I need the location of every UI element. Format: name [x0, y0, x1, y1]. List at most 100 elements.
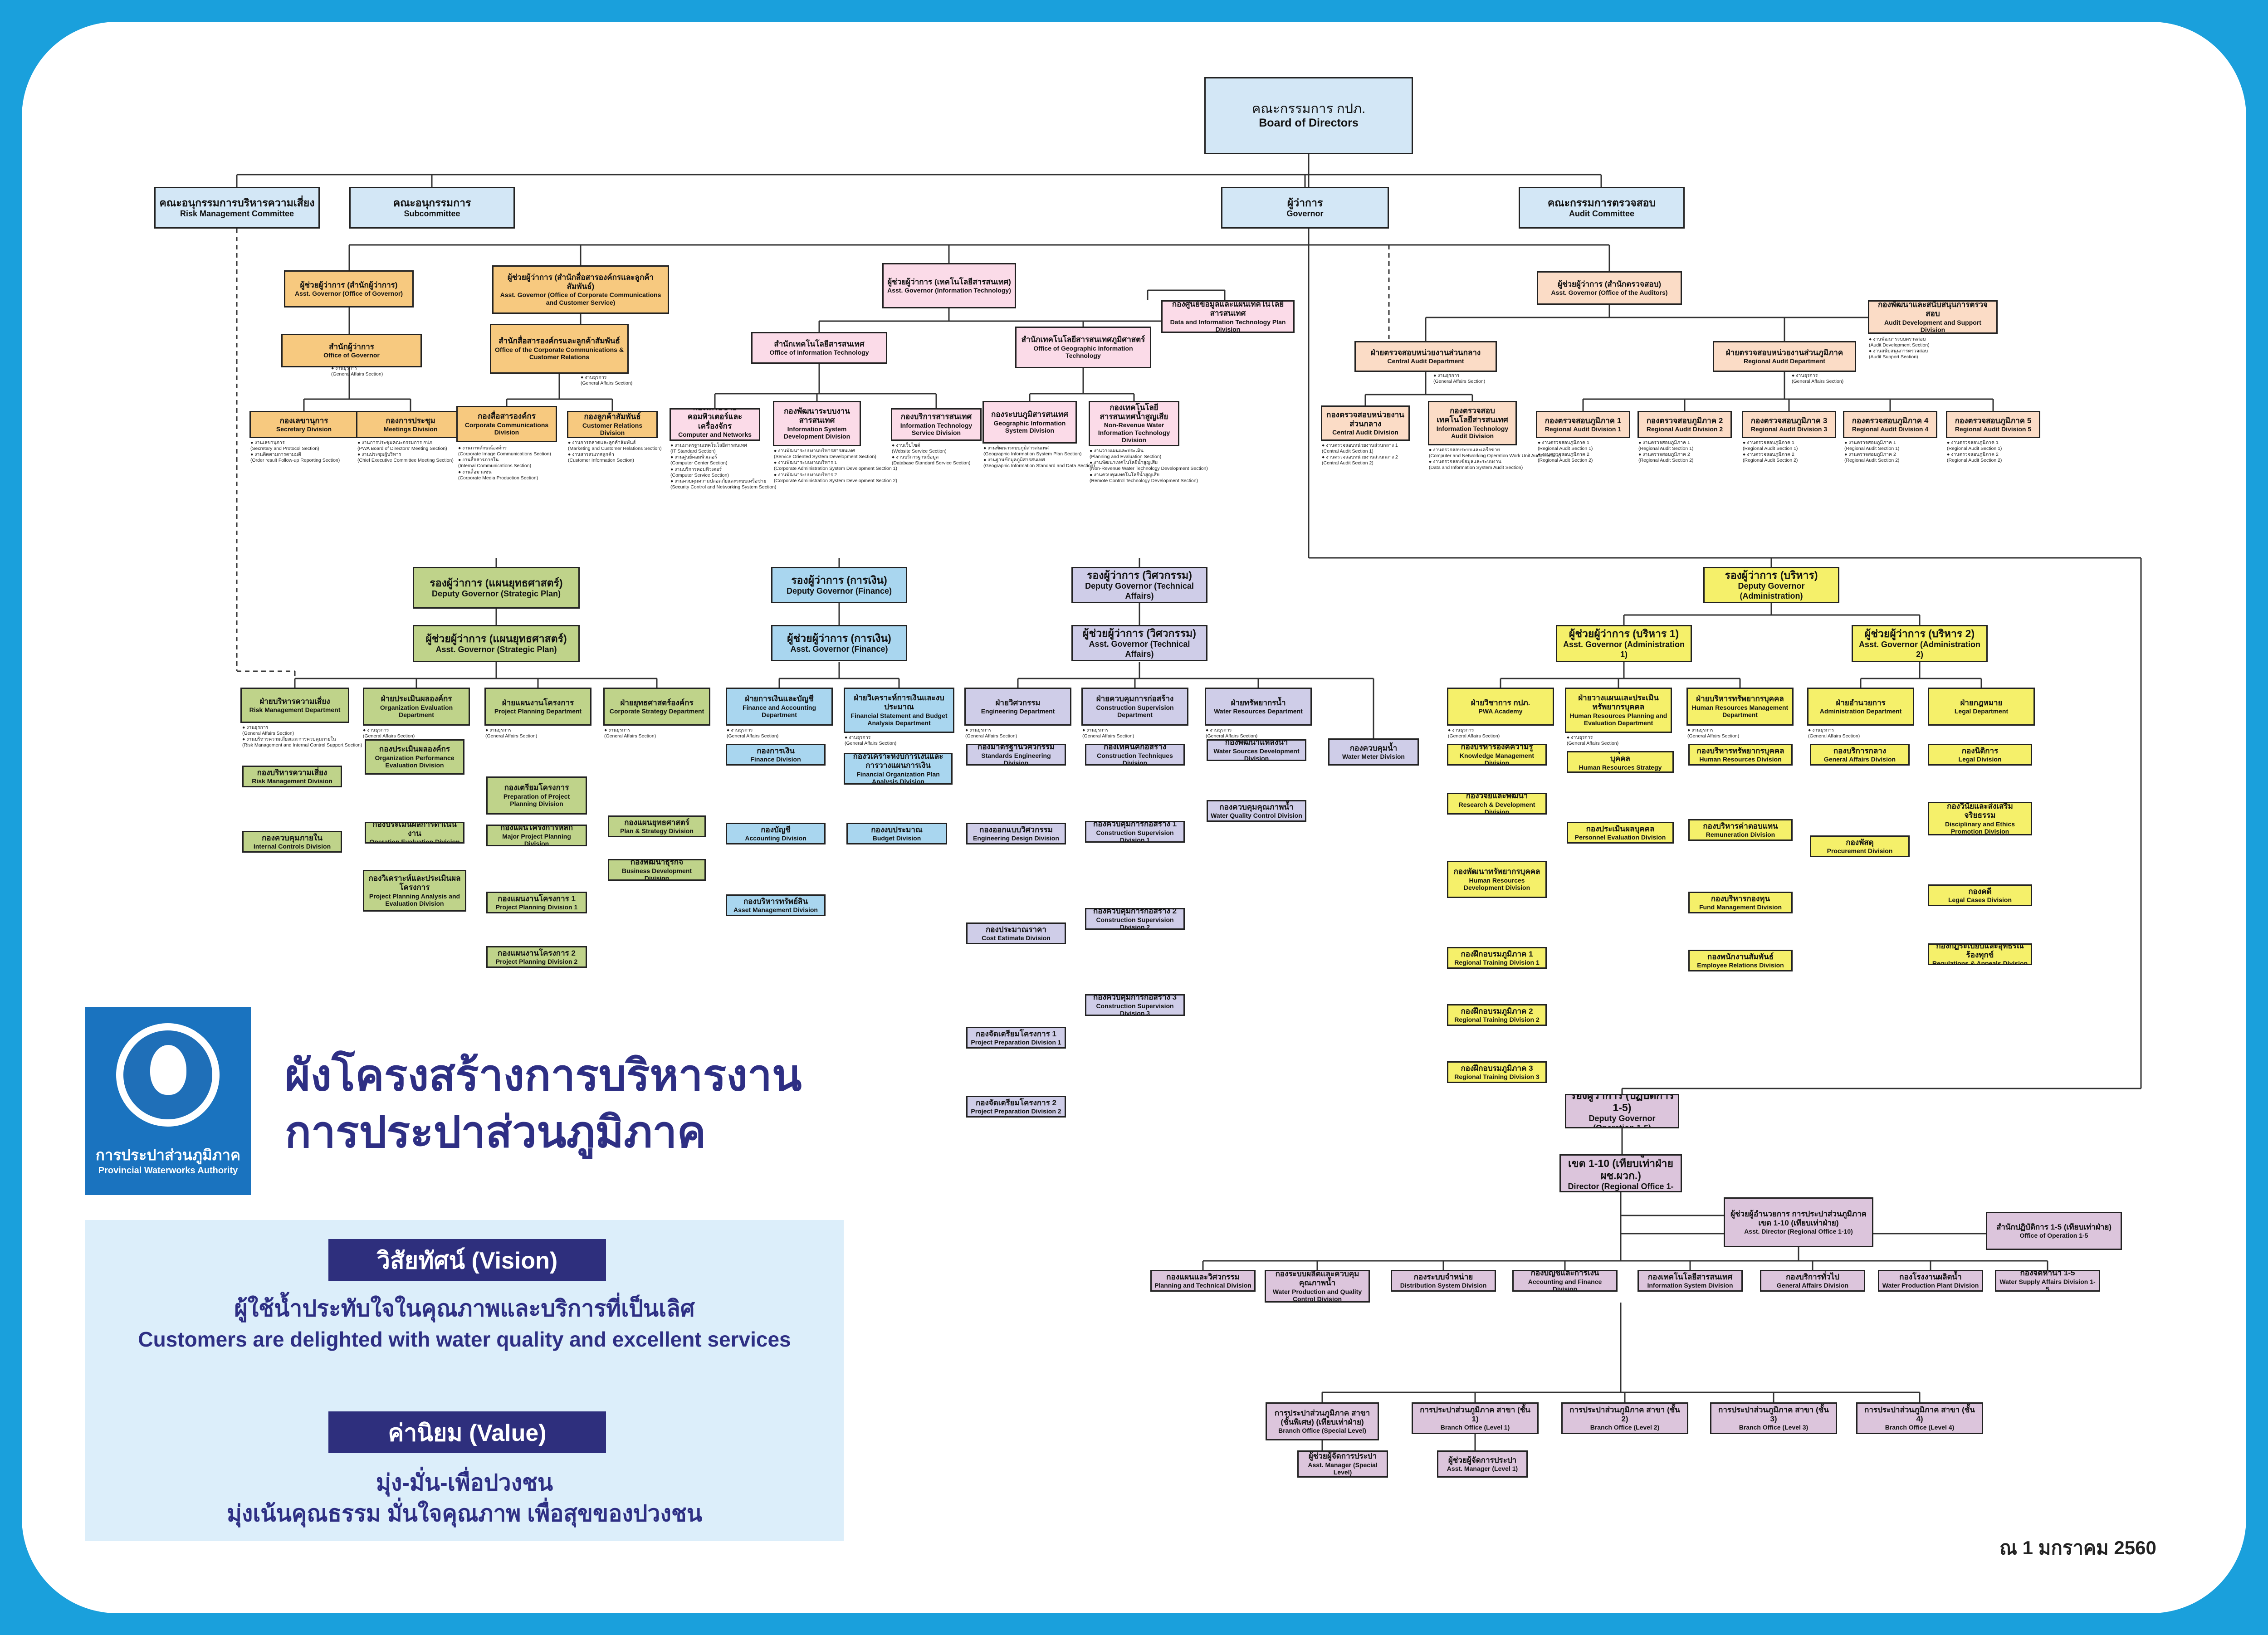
- pwa-logo: การประปาส่วนภูมิภาค Provincial Waterwork…: [85, 1007, 251, 1195]
- org-node-thai: ฝ่ายควบคุมการก่อสร้าง: [1096, 694, 1174, 703]
- org-node-english: Director (Regional Office 1-10): [1568, 1182, 1674, 1191]
- org-node-english: Non-Revenue Water Information Technology…: [1098, 421, 1170, 444]
- logo-english-name: Provincial Waterworks Authority: [98, 1166, 238, 1176]
- section-item: (General Affairs Section): [1808, 733, 1860, 739]
- section-item: (Internal Communications Section): [458, 463, 532, 469]
- org-node-english: Meetings Division: [383, 425, 438, 433]
- section-item: ● งานธุรการ: [331, 366, 357, 371]
- org-node-english: Major Project Planning Division: [502, 832, 571, 846]
- org-node-asst-governor-office-of-the-auditors: ผู้ช่วยผู้ว่าการ (สำนักตรวจสอบ)Asst. Gov…: [1537, 271, 1682, 305]
- section-item: ● งานวางแผนและประเมิน: [1090, 448, 1144, 454]
- section-item: ● งานตรวจสอบภูมิภาค 2: [1638, 452, 1690, 458]
- section-item: ● งานสื่อสารภายใน: [458, 457, 499, 463]
- org-node-english: Asst. Governor (Administration 2): [1858, 640, 1981, 659]
- org-node-office-of-geographic-information-technology: สำนักเทคโนโลยีสารสนเทศภูมิศาสตร์Office o…: [1015, 327, 1151, 368]
- org-node-english: Data and Information Technology Plan Div…: [1170, 318, 1286, 333]
- section-item: (Audit Support Section): [1869, 354, 1918, 360]
- org-node-english: Corporate Strategy Department: [609, 707, 704, 715]
- section-item: ● งานเว็บไซต์: [892, 443, 920, 448]
- section-item: ● งานตรวจสอบภูมิภาค 1: [1538, 440, 1589, 445]
- section-list: ● งานธุรการ(General Affairs Section): [604, 727, 656, 739]
- org-node-thai: กองประเมินผลบุคคล: [1586, 824, 1655, 833]
- section-item: (Regional Audit Section 2): [1947, 458, 2002, 464]
- org-node-thai: กองจัดเตรียมโครงการ 2: [975, 1098, 1057, 1107]
- org-node-english: Risk Management Division: [252, 777, 332, 785]
- org-node-english: Cost Estimate Division: [982, 934, 1051, 942]
- org-node-board-of-directors: คณะกรรมการ กปภ.Board of Directors: [1204, 77, 1413, 154]
- org-node-thai: กองงบประมาณ: [871, 825, 923, 834]
- org-node-thai: กองบัญชีและการเงิน: [1530, 1270, 1599, 1278]
- section-item: (Geographic Information System Plan Sect…: [983, 451, 1082, 457]
- org-node-thai: ฝ่ายกฎหมาย: [1960, 698, 2003, 707]
- org-node-thai: กองบริการทั่วไป: [1786, 1272, 1839, 1281]
- org-node-english: Asst. Governor (Office of Corporate Comm…: [500, 291, 661, 306]
- section-list: ● งานภาพลักษณ์องค์กร(Corporate Image Com…: [458, 445, 551, 481]
- org-node-english: Board of Directors: [1259, 117, 1359, 130]
- org-node-thai: กองควบคุมน้ำ: [1349, 743, 1398, 752]
- org-node-thai: การประปาส่วนภูมิภาค สาขา (ชั้น 2): [1569, 1405, 1680, 1423]
- section-item: ● งานตรวจสอบภูมิภาค 1: [1743, 440, 1794, 445]
- as-of-date: ณ 1 มกราคม 2560: [1999, 1537, 2156, 1558]
- section-item: ● งานพัฒนาเทคโนโลยีน้ำสูญเสีย: [1090, 460, 1158, 466]
- section-item: ● งานพัฒนาระบบงานบริหารสารสนเทศ: [774, 448, 855, 454]
- org-node-thai: กองบริการกลาง: [1833, 746, 1887, 755]
- org-node-english: Organization Evaluation Department: [380, 703, 453, 719]
- section-item: (Planning and Evaluation Section): [1090, 454, 1162, 460]
- org-node-english: Finance and Accounting Department: [742, 703, 816, 719]
- org-node-english: Construction Supervision Division 2: [1096, 916, 1174, 930]
- org-node-thai: กองวินัยและส่งเสริมจริยธรรม: [1947, 802, 2013, 820]
- section-item: (General Affairs Section): [1792, 379, 1844, 385]
- section-list: ● งานธุรการ(General Affairs Section): [1206, 727, 1257, 739]
- org-node-english: Accounting Division: [745, 834, 807, 842]
- org-node-thai: ฝ่ายการเงินและบัญชี: [745, 694, 814, 703]
- org-node-english: Regional Training Division 2: [1454, 1015, 1540, 1023]
- org-node-english: Information Technology Service Division: [900, 421, 973, 437]
- org-node-thai: ฝ่ายประเมินผลองค์กร: [381, 694, 452, 703]
- logo-thai-name: การประปาส่วนภูมิภาค: [95, 1147, 241, 1163]
- org-node-thai: กองฝึกอบรมภูมิภาค 1: [1461, 949, 1533, 958]
- section-item: ● งานตรวจสอบหน่วยงานส่วนกลาง 1: [1322, 443, 1398, 448]
- org-node-thai: กองสื่อสารองค์กร: [478, 412, 536, 421]
- section-item: (Regional Audit Section 1): [1844, 446, 1900, 452]
- org-node-thai: กองควบคุมคุณภาพน้ำ: [1219, 802, 1294, 811]
- org-node-deputy-governor-strategic-plan: รองผู้ว่าการ (แผนยุทธศาสตร์)Deputy Gover…: [413, 567, 580, 609]
- section-list: ● งานพัฒนาระบบภูมิสารสนเทศ(Geographic In…: [983, 445, 1095, 469]
- org-node-english: Branch Office (Level 3): [1739, 1423, 1809, 1431]
- org-node-thai: สำนักสื่อสารองค์กรและลูกค้าสัมพันธ์: [499, 337, 620, 346]
- org-node-english: Financial Statement and Budget Analysis …: [850, 712, 948, 727]
- org-node-thai: ฝ่ายวิชาการ กปภ.: [1471, 698, 1530, 707]
- section-list: ● งานการประชุมคณะกรรมการ กปภ.(PWA Board …: [357, 440, 454, 464]
- section-item: ● งานพัฒนาระบบภูมิสารสนเทศ: [983, 445, 1049, 451]
- section-item: (General Affairs Section): [331, 371, 383, 377]
- org-node-thai: กองโรงงานผลิตน้ำ: [1899, 1272, 1962, 1281]
- org-node-thai: ผู้ช่วยผู้ว่าการ (สำนักผู้ว่าการ): [300, 280, 398, 289]
- org-node-asst-governor-strategic-plan: ผู้ช่วยผู้ว่าการ (แผนยุทธศาสตร์)Asst. Go…: [413, 625, 580, 662]
- org-node-thai: กองตรวจสอบหน่วยงานส่วนกลาง: [1326, 410, 1404, 428]
- org-node-thai: กองศูนย์ข้อมูลและแผนเทคโนโลยีสารสนเทศ: [1172, 300, 1284, 318]
- org-node-english: Project Planning Division 2: [495, 957, 578, 965]
- org-node-office-of-the-corporate-communications-customer-relations: สำนักสื่อสารองค์กรและลูกค้าสัมพันธ์Offic…: [490, 324, 629, 374]
- org-node-thai: กองพนักงานสัมพันธ์: [1707, 952, 1774, 961]
- org-node-office-of-operation-1-5: สำนักปฏิบัติการ 1-5 (เทียบเท่าฝ่าย)Offic…: [1986, 1212, 2122, 1250]
- org-node-thai: กองตรวจสอบภูมิภาค 4: [1852, 416, 1929, 425]
- org-node-english: Finance Division: [750, 755, 801, 763]
- org-node-english: Audit Development and Support Division: [1884, 318, 1981, 334]
